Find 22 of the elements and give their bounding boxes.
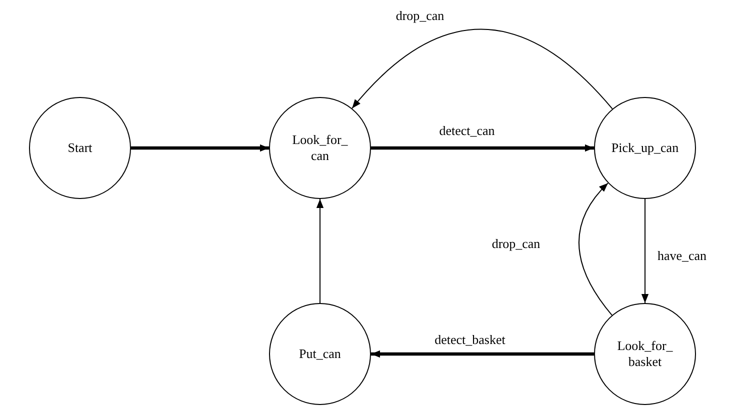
edge-label: drop_can xyxy=(490,236,542,252)
state-label: Pick_up_can xyxy=(611,140,679,156)
state-label: Look_for_ can xyxy=(291,132,349,164)
arrow xyxy=(371,350,594,358)
arrow xyxy=(641,198,649,304)
state-circle xyxy=(29,97,131,199)
state-label: Start xyxy=(68,140,92,156)
arrow xyxy=(316,198,324,304)
edge-label: detect_basket xyxy=(432,332,508,348)
arrow xyxy=(578,182,612,316)
edge-label: detect_can xyxy=(437,123,497,139)
arrow xyxy=(352,28,613,110)
arrow xyxy=(131,144,269,152)
state-circle xyxy=(594,97,696,199)
state-label: Put_can xyxy=(299,346,341,362)
state-circle xyxy=(594,303,696,405)
state-circle xyxy=(269,97,371,199)
state-circle xyxy=(269,303,371,405)
edge-label: drop_can xyxy=(394,8,446,24)
state-label: Look_for_ basket xyxy=(616,338,674,370)
arrow xyxy=(371,144,594,152)
edge-label: have_can xyxy=(655,248,709,264)
